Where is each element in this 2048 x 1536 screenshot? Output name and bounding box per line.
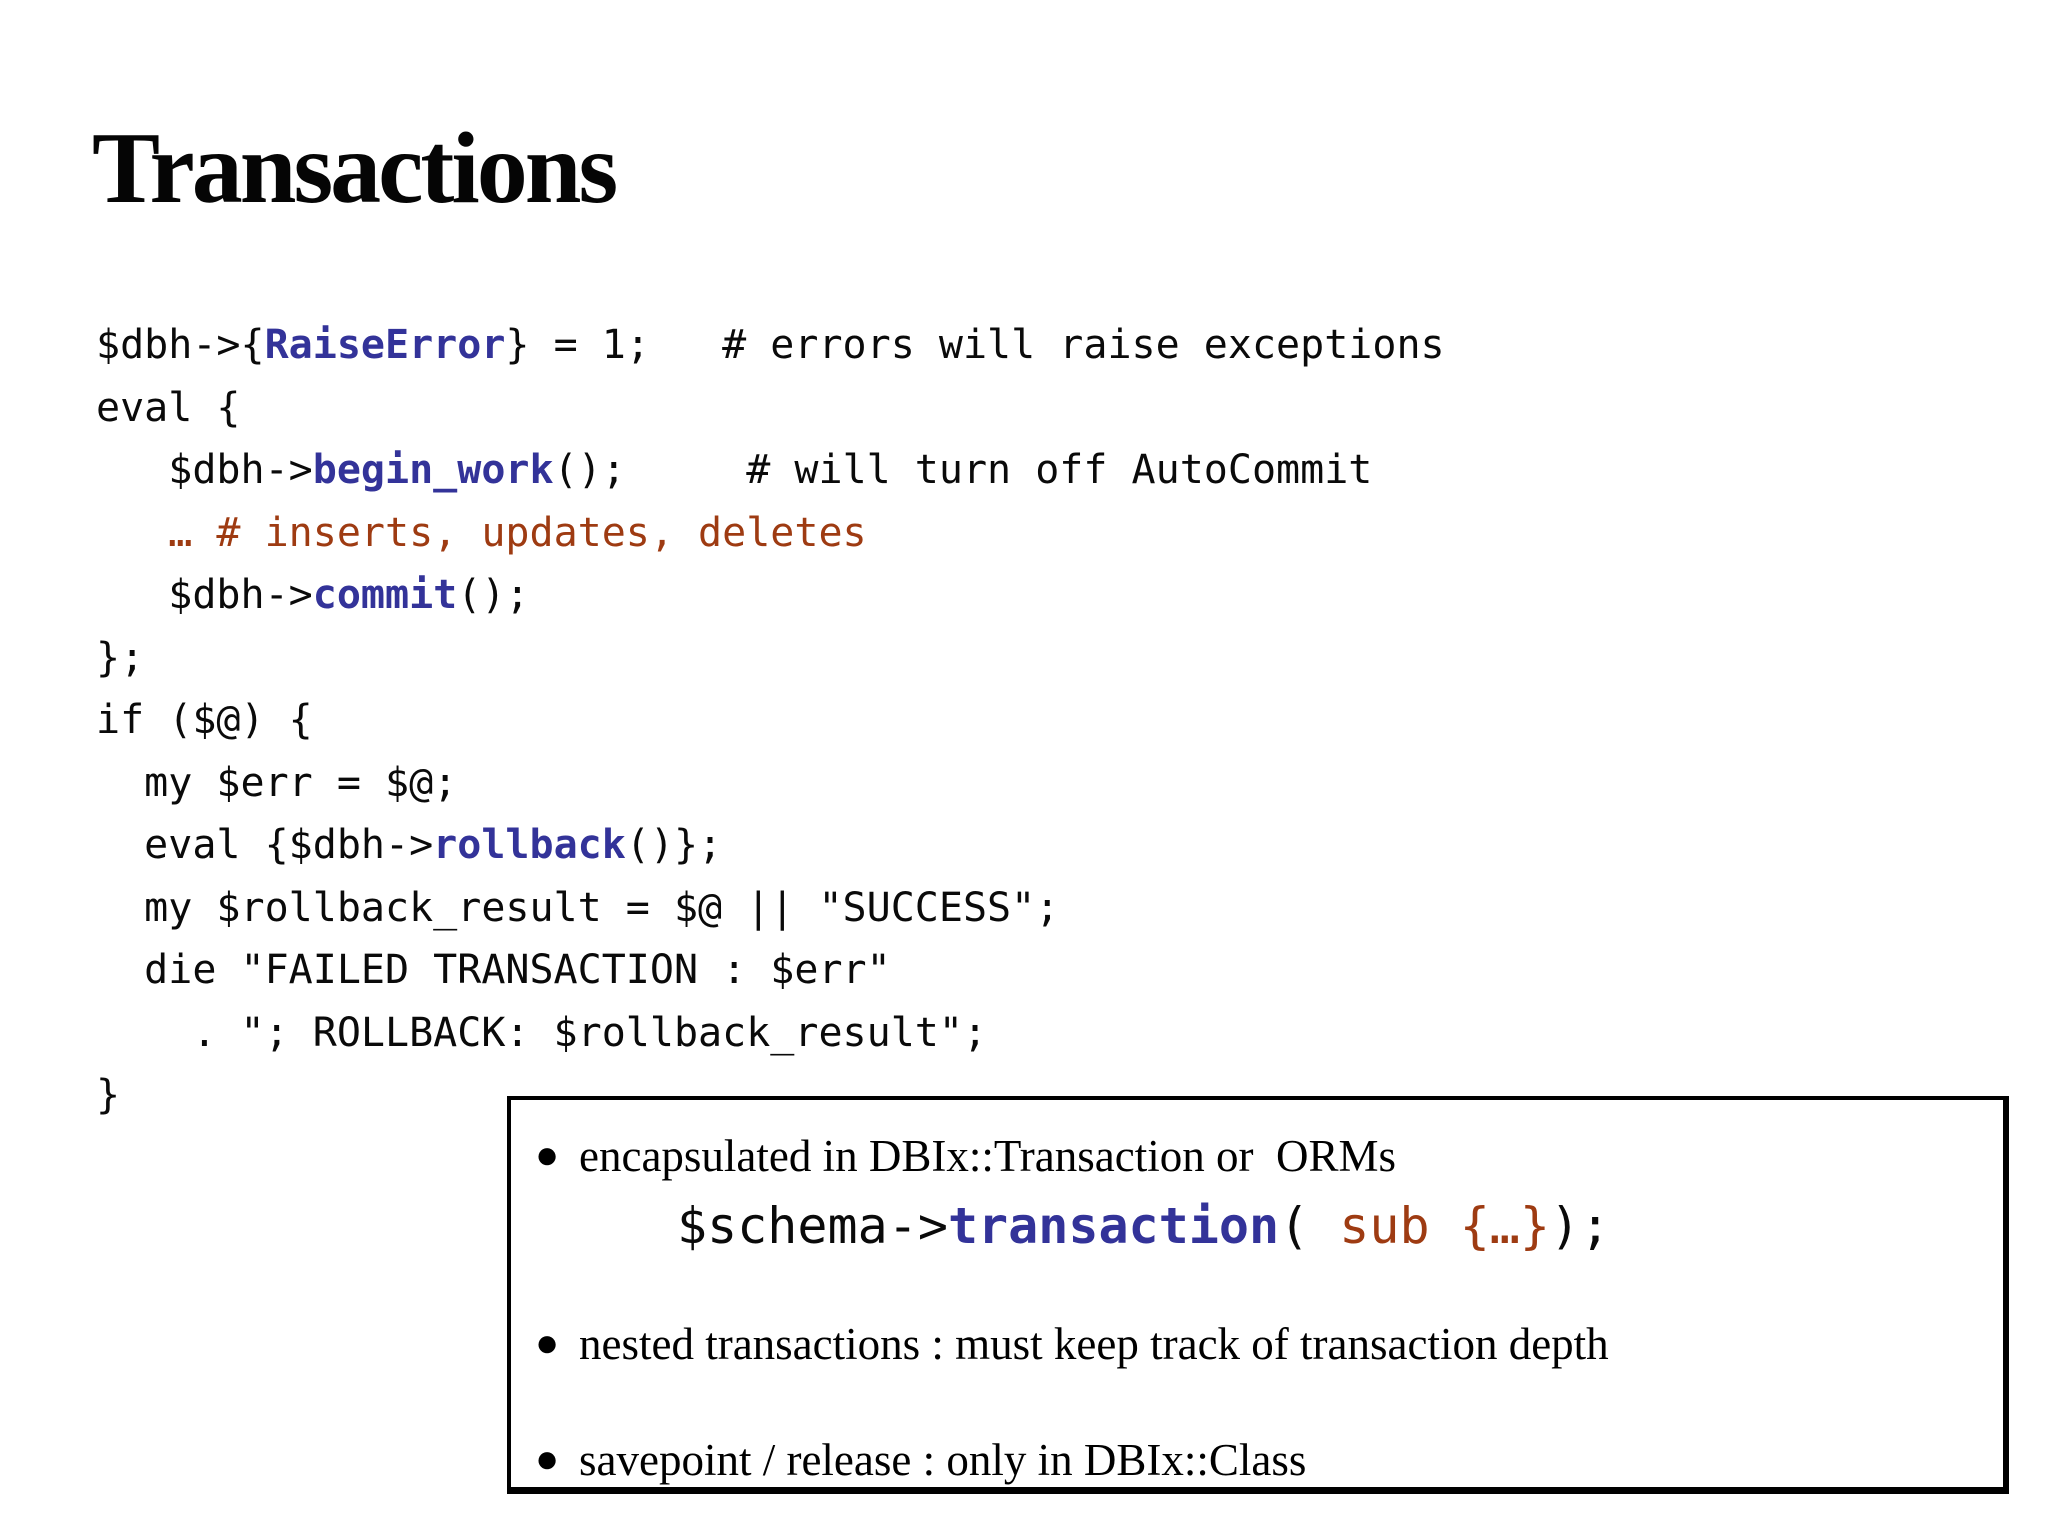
code-line: my $rollback_result = $@ || "SUCCESS"; xyxy=(96,884,1060,931)
code-line: my $err = $@; xyxy=(96,759,458,806)
code-line: eval { xyxy=(96,384,241,431)
perl-code-block: $dbh->{RaiseError} = 1; # errors will ra… xyxy=(96,314,1445,1127)
code-line: } xyxy=(96,1072,121,1118)
bullet-text: nested transactions : must keep track of… xyxy=(579,1319,1609,1369)
bullet-text: encapsulated in DBIx::Transaction or ORM… xyxy=(579,1131,1396,1181)
schema-transaction-code-line: $schema->transaction( sub {…}); xyxy=(677,1197,1611,1255)
bullet-text: savepoint / release : only in DBIx::Clas… xyxy=(579,1435,1307,1485)
bullet-item-savepoint: ● savepoint / release : only in DBIx::Cl… xyxy=(535,1432,1969,1487)
code-line: }; xyxy=(96,634,145,681)
code-line: if ($@) { xyxy=(96,697,313,743)
bullet-icon: ● xyxy=(535,1436,560,1481)
bullet-item-nested: ● nested transactions : must keep track … xyxy=(535,1316,1969,1374)
code-line: . "; ROLLBACK: $rollback_result"; xyxy=(96,1009,988,1056)
bullet-icon: ● xyxy=(535,1132,560,1177)
code-line: $dbh->begin_work(); # will turn off Auto… xyxy=(96,447,1373,493)
code-line: die "FAILED TRANSACTION : $err" xyxy=(96,947,891,993)
code-line: $dbh->{RaiseError} = 1; # errors will ra… xyxy=(96,322,1445,368)
bullet-item-encapsulated: ● encapsulated in DBIx::Transaction or O… xyxy=(535,1128,1969,1186)
code-line: … # inserts, updates, deletes xyxy=(168,509,867,556)
notes-box: ● encapsulated in DBIx::Transaction or O… xyxy=(507,1096,2009,1494)
code-line: $dbh->commit(); xyxy=(96,572,530,618)
code-line: eval {$dbh->rollback()}; xyxy=(96,822,723,868)
bullet-icon: ● xyxy=(535,1320,560,1365)
slide-title: Transactions xyxy=(92,112,618,225)
